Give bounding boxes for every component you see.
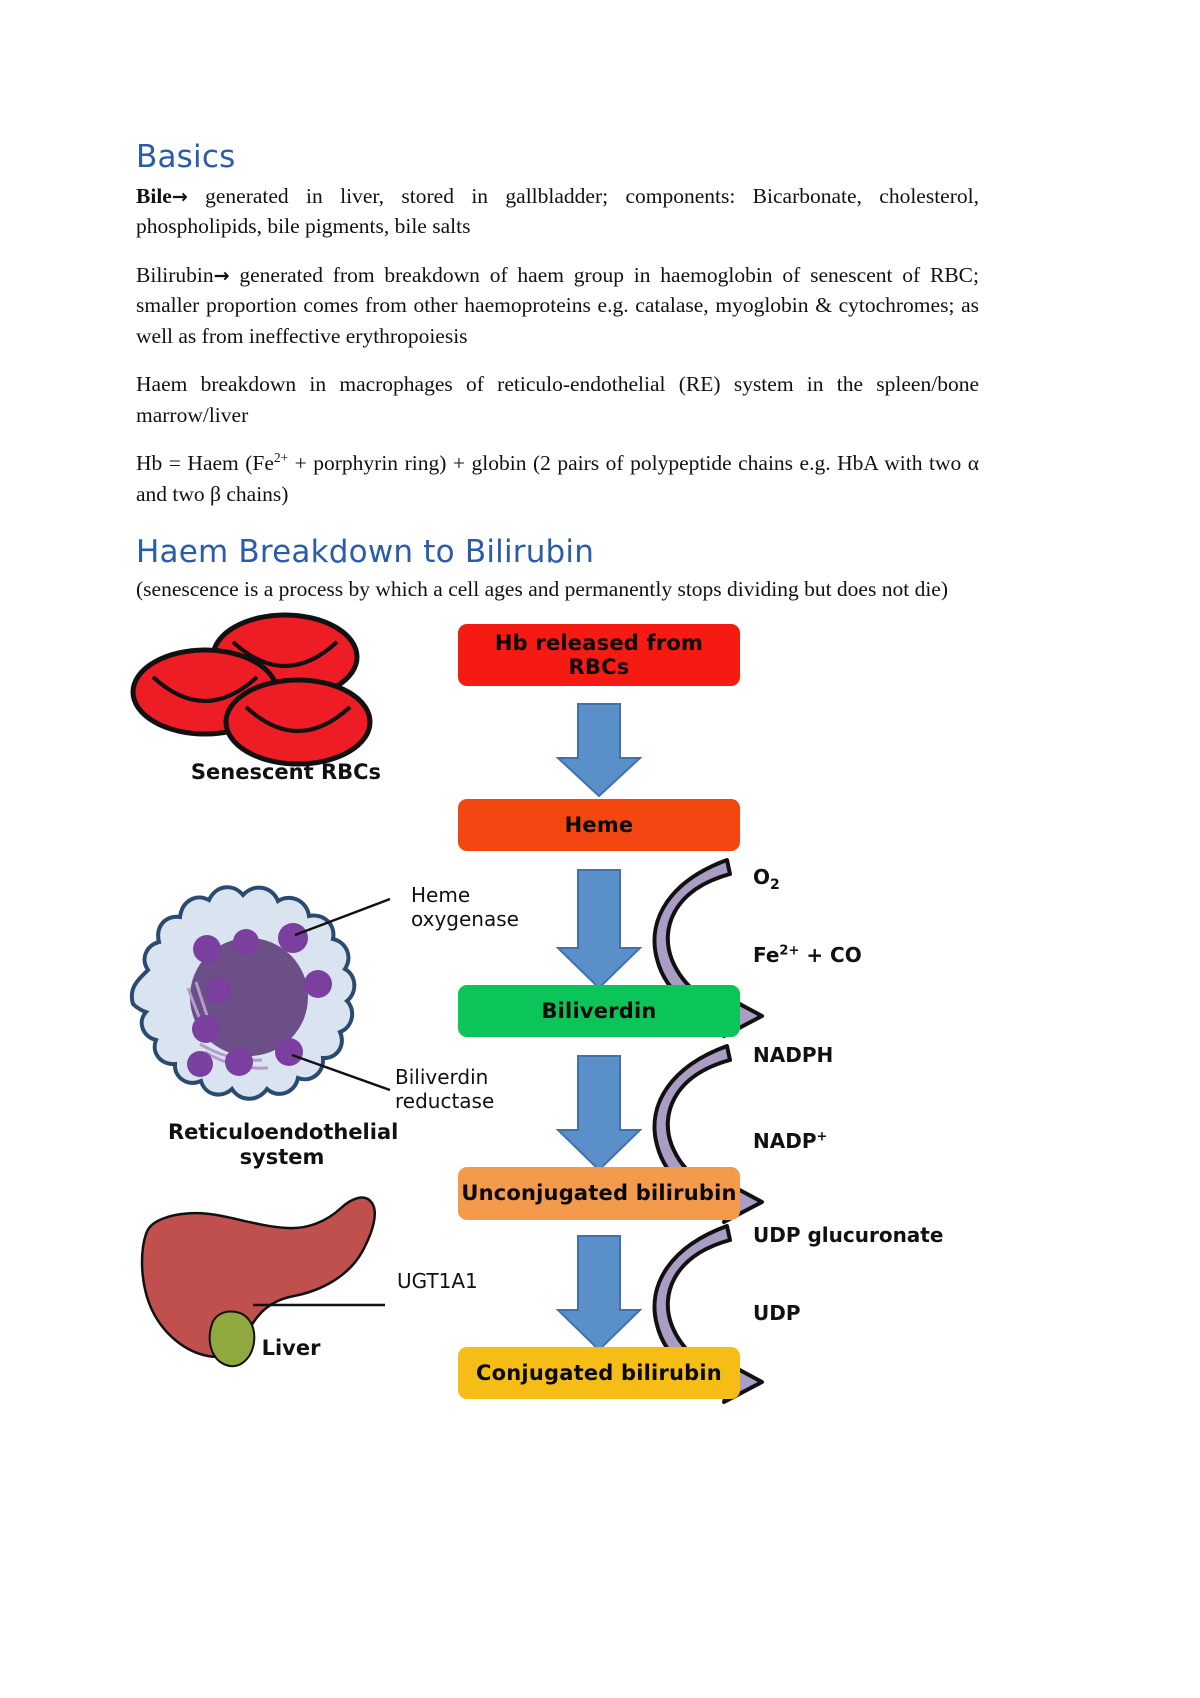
flow-arrow-4 — [555, 1235, 643, 1352]
paragraph-bile: Bile→ generated in liver, stored in gall… — [136, 181, 979, 242]
label-udp: UDP — [753, 1301, 801, 1325]
label-nadp-plus: NADP+ — [753, 1129, 828, 1153]
bilirubin-lead: Bilirubin — [136, 262, 214, 287]
box-heme-label: Heme — [564, 812, 634, 837]
flow-arrow-3 — [555, 1055, 643, 1172]
label-udp-glucuronate: UDP glucuronate — [753, 1223, 944, 1247]
hb-part1: Hb = Haem (Fe — [136, 451, 274, 476]
pathway-diagram: Hb released from RBCs Heme Biliverdin Un… — [0, 612, 1200, 1404]
label-biliverdin-reductase: Biliverdin reductase — [395, 1065, 495, 1113]
box-unconjugated-label: Unconjugated bilirubin — [461, 1181, 737, 1206]
liver-icon — [140, 1196, 376, 1368]
paragraph-senescence: (senescence is a process by which a cell… — [136, 577, 948, 602]
label-ugt1a1: UGT1A1 — [397, 1269, 478, 1293]
bilirubin-rest: generated from breakdown of haem group i… — [136, 262, 979, 348]
flow-arrows — [555, 703, 643, 1352]
box-biliverdin-label: Biliverdin — [541, 998, 657, 1023]
box-biliverdin[interactable]: Biliverdin — [458, 985, 740, 1037]
flow-arrow-1 — [555, 703, 643, 798]
box-hb-label: Hb released from RBCs — [494, 630, 704, 679]
leader-line-biliverdin-reductase — [291, 1053, 391, 1092]
label-liver: Liver — [261, 1336, 321, 1360]
paragraph-haem-breakdown: Haem breakdown in macrophages of reticul… — [136, 372, 979, 427]
hb-superscript: 2+ — [273, 450, 289, 466]
page-title: Basics — [136, 139, 236, 175]
bile-lead: Bile — [136, 183, 172, 208]
arrow-glyph: → — [213, 264, 230, 287]
bile-rest: generated in liver, stored in gallbladde… — [136, 183, 979, 239]
label-heme-oxygenase: Heme oxygenase — [411, 883, 519, 931]
section-title-haem-breakdown: Haem Breakdown to Bilirubin — [136, 534, 595, 571]
box-hb-released[interactable]: Hb released from RBCs — [458, 624, 740, 686]
flow-arrow-2 — [555, 869, 643, 990]
label-nadph: NADPH — [753, 1043, 834, 1067]
arrow-glyph: → — [171, 185, 188, 208]
cofactor-arrows — [652, 858, 764, 1404]
label-o2: O2 — [753, 865, 780, 893]
document-body: Basics Bile→ generated in liver, stored … — [136, 140, 979, 621]
label-fe-co: Fe2+ + CO — [753, 943, 862, 967]
leader-line-heme-oxygenase — [294, 897, 391, 937]
box-conjugated-label: Conjugated bilirubin — [476, 1360, 722, 1385]
box-conjugated-bilirubin[interactable]: Conjugated bilirubin — [458, 1347, 740, 1399]
box-unconjugated-bilirubin[interactable]: Unconjugated bilirubin — [458, 1167, 740, 1220]
label-senescent-rbcs: Senescent RBCs — [190, 760, 382, 784]
senescent-rbcs-icon — [130, 612, 373, 767]
macrophage-icon — [129, 885, 357, 1101]
box-heme[interactable]: Heme — [458, 799, 740, 851]
paragraph-bilirubin: Bilirubin→ generated from breakdown of h… — [136, 260, 979, 352]
hb-part2: + porphyrin ring) + globin (2 pairs of p… — [136, 451, 979, 506]
paragraph-hb-composition: Hb = Haem (Fe2+ + porphyrin ring) + glob… — [136, 448, 979, 509]
